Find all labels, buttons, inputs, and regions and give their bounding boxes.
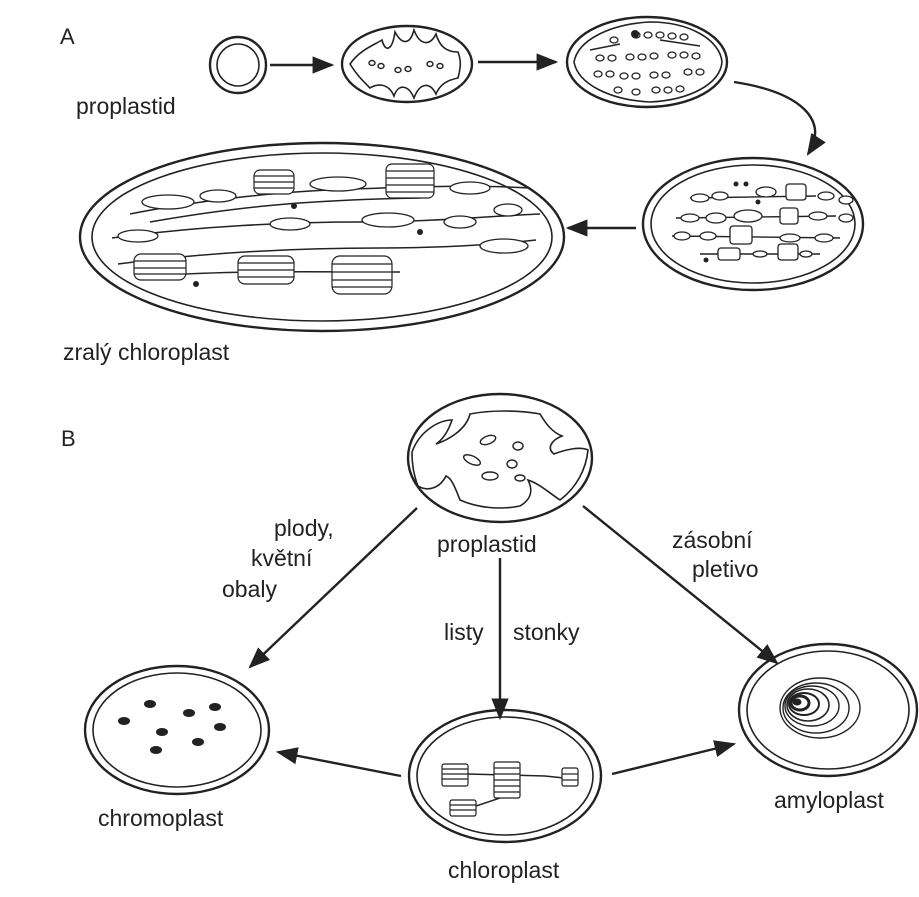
proplastid-label-a: proplastid bbox=[76, 93, 176, 119]
mature-chloroplast bbox=[80, 143, 564, 331]
panel-b-letter: B bbox=[61, 426, 76, 451]
left-arrow-label-2: květní bbox=[251, 545, 313, 571]
stage3-vesicle-plastid bbox=[567, 17, 727, 107]
down-arrow-label-right: stonky bbox=[513, 619, 580, 645]
right-arrow-label-2: pletivo bbox=[692, 556, 758, 582]
stage1-proplastid bbox=[210, 37, 266, 93]
stage2-developing-plastid bbox=[342, 26, 472, 102]
amyloplast bbox=[739, 644, 917, 776]
stage4-grana-forming-plastid bbox=[643, 158, 863, 290]
chromoplast-label: chromoplast bbox=[98, 805, 224, 831]
proplastid-center-label: proplastid bbox=[437, 531, 537, 557]
chloroplast-label: chloroplast bbox=[448, 857, 560, 883]
amyloplast-label: amyloplast bbox=[774, 787, 885, 813]
proplastid-center bbox=[408, 394, 592, 522]
arrow-chloro-to-chromo bbox=[278, 752, 401, 776]
down-arrow-label-left: listy bbox=[444, 619, 484, 645]
chromoplast bbox=[85, 666, 269, 794]
left-arrow-label-3: obaly bbox=[222, 576, 277, 602]
right-arrow-label-1: zásobní bbox=[672, 527, 753, 553]
panel-a-letter: A bbox=[60, 24, 75, 49]
chloroplast-small bbox=[409, 710, 601, 842]
arrow-chloro-to-amylo bbox=[612, 744, 734, 774]
mature-chloroplast-label: zralý chloroplast bbox=[63, 339, 230, 365]
left-arrow-label-1: plody, bbox=[274, 515, 334, 541]
arrow-a3 bbox=[734, 82, 815, 154]
starch-grain bbox=[780, 678, 860, 738]
